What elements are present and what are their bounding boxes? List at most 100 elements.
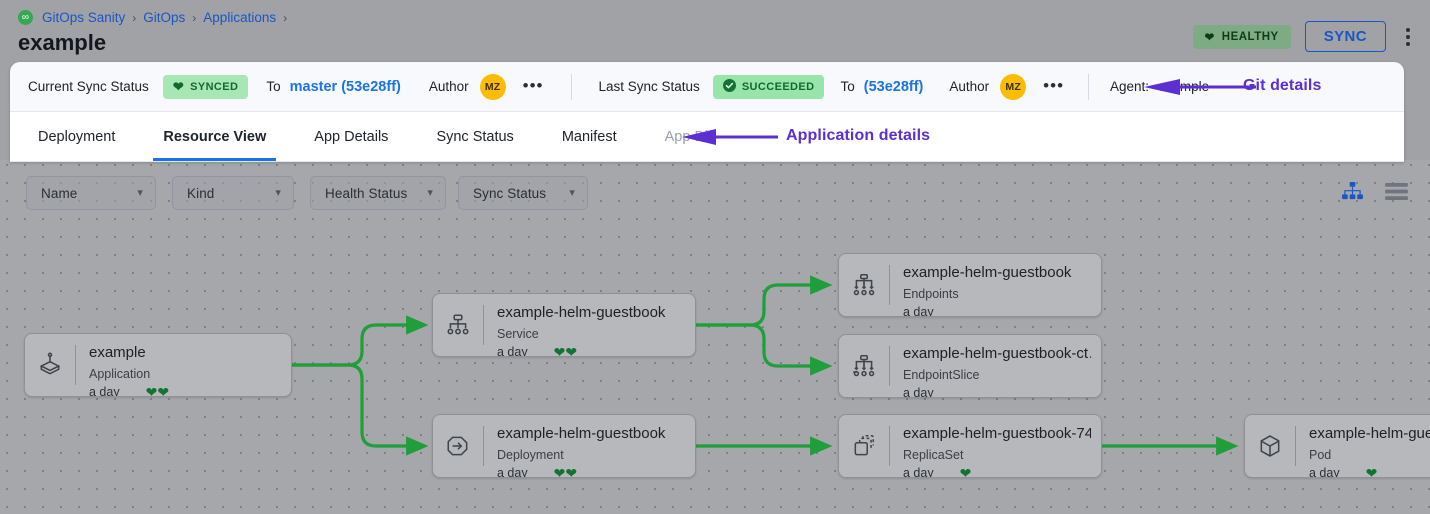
node-title: example-helm-guestbook bbox=[903, 264, 1072, 281]
filter-label: Kind bbox=[187, 185, 215, 201]
chevron-down-icon: ▾ bbox=[137, 186, 143, 199]
badge-label: SUCCEEDED bbox=[741, 80, 815, 93]
tab-sync-status[interactable]: Sync Status bbox=[436, 128, 514, 145]
health-heart-icon: ❤ bbox=[1365, 465, 1378, 478]
current-revision-link[interactable]: master (53e28ff) bbox=[289, 78, 401, 95]
breadcrumb-item-gitops[interactable]: GitOps bbox=[143, 10, 186, 25]
filter-name[interactable]: Name ▾ bbox=[26, 176, 156, 210]
node-meta: a day ❤ ❤ bbox=[89, 384, 281, 397]
filter-label: Sync Status bbox=[473, 185, 547, 201]
filter-kind[interactable]: Kind ▾ bbox=[172, 176, 294, 210]
graph-node-endpoints[interactable]: example-helm-guestbook Endpoints a day bbox=[838, 253, 1102, 317]
node-meta: a day bbox=[903, 386, 1091, 397]
divider bbox=[1088, 73, 1090, 100]
node-kind: Endpoints bbox=[903, 286, 959, 301]
node-age: a day bbox=[497, 345, 528, 357]
last-sync-status-badge: SUCCEEDED bbox=[712, 74, 825, 99]
node-kind: ReplicaSet bbox=[903, 447, 964, 462]
more-options-icon[interactable] bbox=[1400, 24, 1416, 50]
node-divider bbox=[1295, 426, 1296, 466]
current-sync-overflow-icon[interactable]: ••• bbox=[522, 76, 544, 96]
node-body: example-helm-guestbook-ct… EndpointSlice… bbox=[890, 335, 1101, 397]
node-meta: a day ❤ ❤ bbox=[497, 344, 685, 357]
annotation-arrow-git-details bbox=[1144, 79, 1256, 95]
node-body: example-helm-guestbook Endpoints a day bbox=[890, 254, 1101, 316]
pod-icon bbox=[1245, 415, 1295, 477]
current-sync-status-label: Current Sync Status bbox=[28, 79, 149, 94]
node-meta: a day ❤ bbox=[903, 465, 1091, 478]
gitops-logo-icon: ∞ bbox=[18, 10, 33, 25]
node-divider bbox=[889, 346, 890, 386]
tab-deployment[interactable]: Deployment bbox=[38, 128, 116, 145]
graph-node-deployment[interactable]: example-helm-guestbook Deployment a day … bbox=[432, 414, 696, 478]
breadcrumb-separator: › bbox=[192, 10, 197, 25]
node-body: example-helm-guestbook Deployment a day … bbox=[484, 415, 695, 477]
node-title: example-helm-guest bbox=[1309, 425, 1430, 442]
filter-label: Name bbox=[41, 185, 78, 201]
application-details-panel: Current Sync Status ❤ SYNCED To master (… bbox=[10, 62, 1404, 162]
node-title: example bbox=[89, 344, 146, 361]
deployment-icon bbox=[433, 415, 483, 477]
avatar[interactable]: MZ bbox=[1000, 73, 1027, 100]
sync-heart-icon: ❤ bbox=[157, 384, 170, 397]
current-author-label: Author bbox=[428, 79, 469, 94]
graph-node-replicaset[interactable]: example-helm-guestbook-74… ReplicaSet a … bbox=[838, 414, 1102, 478]
breadcrumb-separator: › bbox=[283, 10, 288, 25]
node-age: a day bbox=[903, 305, 934, 317]
tree-view-icon[interactable] bbox=[1342, 182, 1363, 206]
node-divider bbox=[75, 345, 76, 385]
health-heart-icon: ❤ bbox=[553, 344, 566, 357]
list-view-icon[interactable] bbox=[1385, 182, 1408, 206]
node-age: a day bbox=[497, 466, 528, 478]
health-heart-icon: ❤ bbox=[959, 465, 972, 478]
sync-heart-icon: ❤ bbox=[565, 344, 578, 357]
graph-node-service[interactable]: example-helm-guestbook Service a day ❤ ❤ bbox=[432, 293, 696, 357]
node-kind: Deployment bbox=[497, 447, 564, 462]
breadcrumb-item-gitops-sanity[interactable]: GitOps Sanity bbox=[42, 10, 126, 25]
heart-icon: ❤ bbox=[1204, 31, 1215, 44]
last-revision-link[interactable]: (53e28ff) bbox=[863, 78, 924, 95]
node-body: example Application a day ❤ ❤ bbox=[76, 334, 291, 396]
agent-label: Agent: bbox=[1110, 79, 1150, 94]
check-circle-icon bbox=[722, 78, 736, 95]
node-meta: a day ❤ bbox=[1309, 465, 1430, 478]
endpointslice-icon bbox=[839, 335, 889, 397]
current-sync-status-badge: ❤ SYNCED bbox=[162, 74, 249, 99]
chevron-down-icon: ▾ bbox=[275, 186, 281, 199]
sync-button[interactable]: SYNC bbox=[1304, 21, 1386, 52]
heart-icon: ❤ bbox=[172, 78, 185, 94]
node-divider bbox=[889, 426, 890, 466]
node-kind: Service bbox=[497, 326, 539, 341]
tab-resource-view[interactable]: Resource View bbox=[153, 112, 277, 161]
last-to-label: To bbox=[840, 79, 855, 94]
node-age: a day bbox=[89, 385, 120, 397]
health-heart-icon: ❤ bbox=[145, 384, 158, 397]
chevron-down-icon: ▾ bbox=[569, 186, 575, 199]
graph-node-application[interactable]: example Application a day ❤ ❤ bbox=[24, 333, 292, 397]
filter-sync-status[interactable]: Sync Status ▾ bbox=[458, 176, 588, 210]
annotation-label-git-details: Git details bbox=[1243, 77, 1322, 94]
graph-node-pod[interactable]: example-helm-guest Pod a day ❤ bbox=[1244, 414, 1430, 478]
sync-heart-icon: ❤ bbox=[565, 465, 578, 478]
node-title: example-helm-guestbook-74… bbox=[903, 425, 1091, 442]
graph-node-endpointslice[interactable]: example-helm-guestbook-ct… EndpointSlice… bbox=[838, 334, 1102, 398]
node-body: example-helm-guestbook-74… ReplicaSet a … bbox=[890, 415, 1101, 477]
chevron-down-icon: ▾ bbox=[427, 186, 433, 199]
avatar[interactable]: MZ bbox=[479, 73, 506, 100]
filter-label: Health Status bbox=[325, 185, 408, 201]
node-title: example-helm-guestbook-ct… bbox=[903, 345, 1091, 362]
tab-app-details[interactable]: App Details bbox=[314, 128, 389, 145]
replicaset-icon bbox=[839, 415, 889, 477]
health-heart-icon: ❤ bbox=[553, 465, 566, 478]
node-meta: a day ❤ ❤ bbox=[497, 465, 685, 478]
tab-manifest[interactable]: Manifest bbox=[561, 128, 617, 145]
breadcrumb: ∞ GitOps Sanity › GitOps › Applications … bbox=[18, 10, 287, 25]
annotation-label-application-details: Application details bbox=[786, 127, 931, 144]
filter-health-status[interactable]: Health Status ▾ bbox=[310, 176, 446, 210]
last-sync-overflow-icon[interactable]: ••• bbox=[1043, 76, 1065, 96]
node-title: example-helm-guestbook bbox=[497, 304, 666, 321]
node-kind: EndpointSlice bbox=[903, 367, 980, 382]
node-title: example-helm-guestbook bbox=[497, 425, 666, 442]
breadcrumb-item-applications[interactable]: Applications bbox=[203, 10, 277, 25]
